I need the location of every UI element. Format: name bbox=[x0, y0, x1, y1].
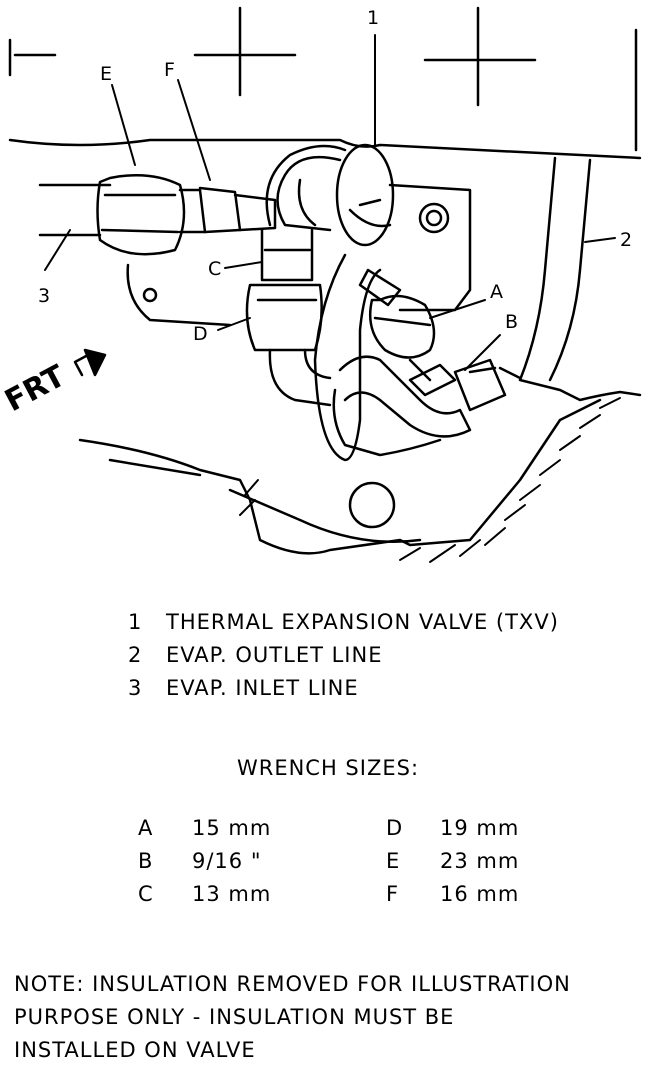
legend: 1 THERMAL EXPANSION VALVE (TXV) 2 EVAP. … bbox=[128, 610, 559, 709]
legend-item: 3 EVAP. INLET LINE bbox=[128, 676, 559, 709]
wrench-letter: F bbox=[386, 882, 400, 906]
callout-2: 2 bbox=[620, 229, 632, 251]
firewall-panel bbox=[8, 138, 642, 555]
callout-d: D bbox=[193, 323, 208, 345]
callout-e: E bbox=[100, 63, 112, 85]
legend-text: EVAP. OUTLET LINE bbox=[166, 643, 383, 667]
legend-text: EVAP. INLET LINE bbox=[166, 676, 359, 700]
wrench-size: 9/16 " bbox=[192, 849, 262, 873]
top-cross-marks bbox=[8, 6, 638, 152]
txv-diagram: 1 2 3 A B C D E F FRT bbox=[0, 6, 642, 563]
callout-b: B bbox=[505, 311, 518, 333]
wrench-size: 23 mm bbox=[440, 849, 520, 873]
outlet-line bbox=[332, 355, 522, 457]
txv-body bbox=[265, 143, 395, 462]
wrench-row: A 15 mm D 19 mm bbox=[0, 816, 656, 849]
frt-label: FRT bbox=[0, 358, 72, 419]
elbow-fittings bbox=[245, 228, 332, 407]
legend-item: 1 THERMAL EXPANSION VALVE (TXV) bbox=[128, 610, 559, 643]
wrench-size: 16 mm bbox=[440, 882, 520, 906]
leader-lines bbox=[44, 34, 616, 371]
wrench-letter: C bbox=[138, 882, 154, 906]
legend-number: 3 bbox=[128, 676, 143, 700]
wrench-row: C 13 mm F 16 mm bbox=[0, 882, 656, 915]
note-line: NOTE: INSULATION REMOVED FOR ILLUSTRATIO… bbox=[14, 972, 571, 996]
callout-f: F bbox=[164, 59, 175, 81]
note-line: INSTALLED ON VALVE bbox=[14, 1038, 256, 1062]
wrench-size: 15 mm bbox=[192, 816, 272, 840]
legend-text: THERMAL EXPANSION VALVE (TXV) bbox=[166, 610, 559, 634]
callout-1: 1 bbox=[367, 7, 379, 29]
note-line: PURPOSE ONLY - INSULATION MUST BE bbox=[14, 1005, 455, 1029]
inlet-line bbox=[38, 173, 277, 256]
insulation-note: NOTE: INSULATION REMOVED FOR ILLUSTRATIO… bbox=[14, 968, 644, 1067]
wrench-row: B 9/16 " E 23 mm bbox=[0, 849, 656, 882]
wrench-sizes-title: WRENCH SIZES: bbox=[236, 756, 420, 780]
wrench-size: 19 mm bbox=[440, 816, 520, 840]
panel-hatching bbox=[239, 397, 621, 563]
callout-3: 3 bbox=[38, 285, 50, 307]
legend-item: 2 EVAP. OUTLET LINE bbox=[128, 643, 559, 676]
wrench-sizes-table: A 15 mm D 19 mm B 9/16 " E 23 mm C 13 mm… bbox=[0, 816, 656, 915]
frt-arrow-icon bbox=[73, 348, 107, 377]
callout-c: C bbox=[208, 258, 221, 280]
wrench-size: 13 mm bbox=[192, 882, 272, 906]
wrench-letter: B bbox=[138, 849, 154, 873]
callout-a: A bbox=[490, 281, 503, 303]
wrench-letter: D bbox=[386, 816, 404, 840]
fitting-a bbox=[358, 268, 436, 382]
wrench-letter: E bbox=[386, 849, 401, 873]
mounting-plate bbox=[126, 183, 472, 529]
wrench-letter: A bbox=[138, 816, 154, 840]
legend-number: 2 bbox=[128, 643, 143, 667]
legend-number: 1 bbox=[128, 610, 143, 634]
